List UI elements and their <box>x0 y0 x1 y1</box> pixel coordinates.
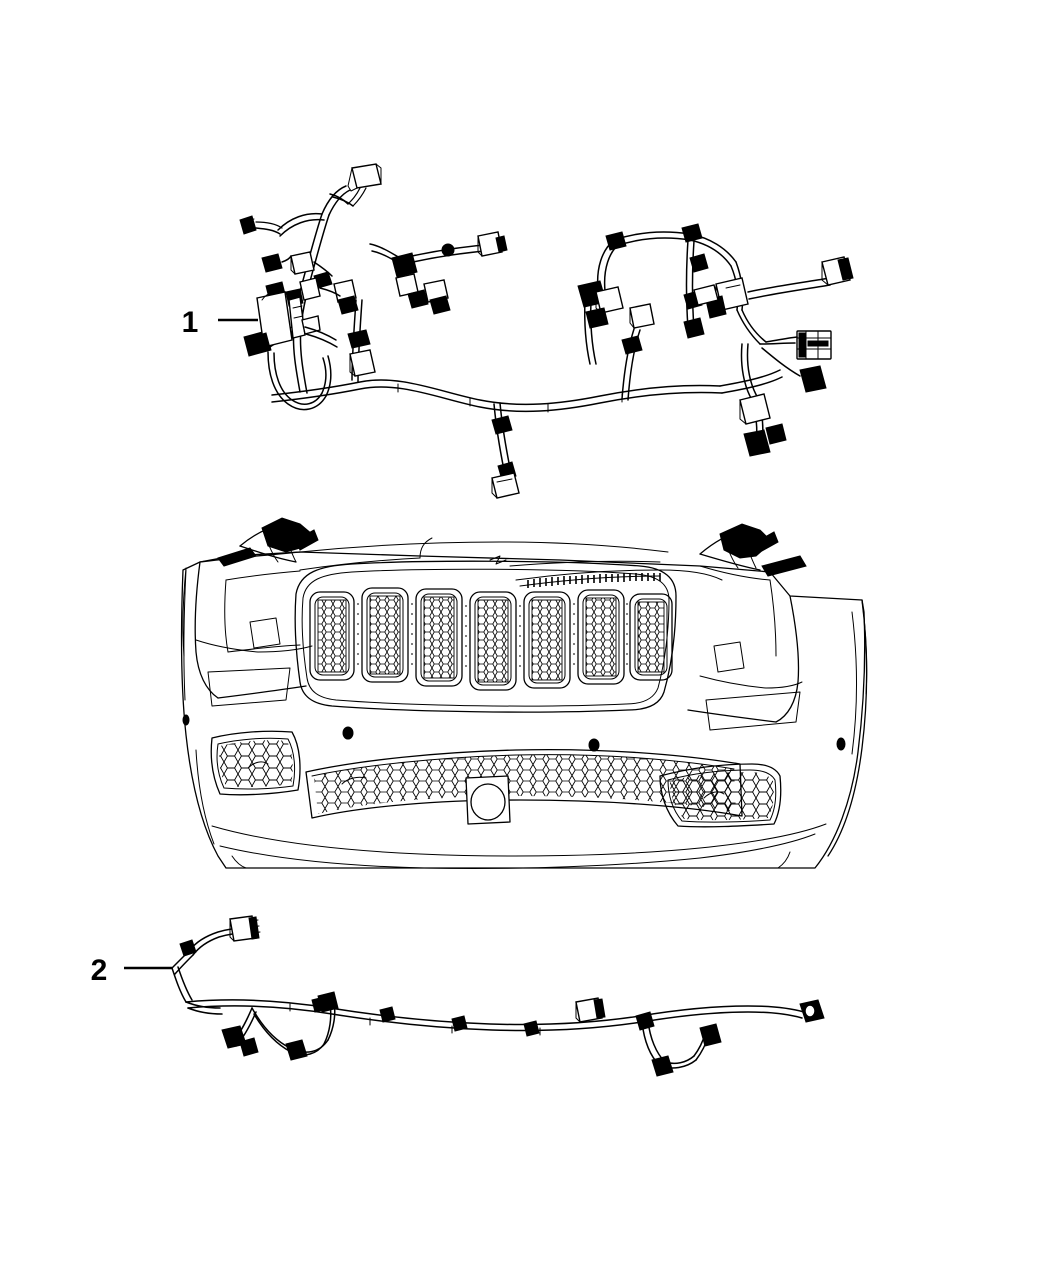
connector-lower-right-end <box>799 999 825 1023</box>
connector-center-drop <box>491 415 520 499</box>
connector-lower-left-drop <box>221 991 339 1061</box>
connector-top-left <box>347 163 382 207</box>
connector-center-mid <box>347 329 376 377</box>
right-reflector <box>705 691 801 731</box>
connector-right-mid-module <box>693 277 749 319</box>
connector-below-large <box>799 365 827 393</box>
connector-cluster-center <box>391 252 451 315</box>
connector-large-multipin <box>796 330 832 360</box>
callout-2-label: 2 <box>91 954 108 987</box>
connector-far-left-top <box>239 215 257 235</box>
upper-wiring-harness <box>239 163 854 499</box>
lower-wiring-harness <box>171 915 825 1077</box>
callout-2: 2 <box>91 954 172 987</box>
callout-1-label: 1 <box>182 306 199 339</box>
tow-hook-cover <box>465 775 511 825</box>
connector-mid-right-drop <box>621 303 655 355</box>
right-fog-lamp-bezel <box>659 763 782 828</box>
grille-slot-6 <box>577 589 625 685</box>
clip-lower-left <box>179 939 197 957</box>
connector-lower-center <box>575 997 606 1023</box>
connector-right-upper-small <box>441 231 508 257</box>
left-headlight-bracket <box>217 517 319 567</box>
connector-far-right <box>821 256 854 286</box>
left-fog-lamp-bezel <box>210 730 301 796</box>
connector-hanging-left <box>247 332 271 354</box>
grille-slot-5 <box>523 591 571 689</box>
grille-slot-7 <box>629 593 673 681</box>
header-vent-trim <box>515 569 723 588</box>
grille-slot-4 <box>469 591 517 691</box>
grille-dividers <box>357 603 628 667</box>
sensor-clips <box>311 996 540 1037</box>
grille-slot-2 <box>361 587 409 683</box>
connector-lower-left-top <box>229 915 261 942</box>
callout-1: 1 <box>182 306 258 339</box>
right-marker-slot <box>713 641 745 673</box>
connector-right-top-a <box>605 223 709 273</box>
left-marker-slot <box>249 617 281 649</box>
front-fascia-assembly <box>180 517 868 870</box>
right-headlight-bracket <box>699 523 807 577</box>
lower-air-dam <box>305 748 743 825</box>
fascia-fasteners <box>182 714 846 752</box>
connector-left-of-center <box>577 280 624 329</box>
left-reflector <box>207 667 291 707</box>
seven-slot-grille <box>294 560 677 713</box>
grille-slot-1 <box>309 591 355 681</box>
connector-lower-right-drop <box>635 1011 722 1077</box>
grille-slot-3 <box>415 588 463 687</box>
connector-right-fork <box>739 393 787 457</box>
